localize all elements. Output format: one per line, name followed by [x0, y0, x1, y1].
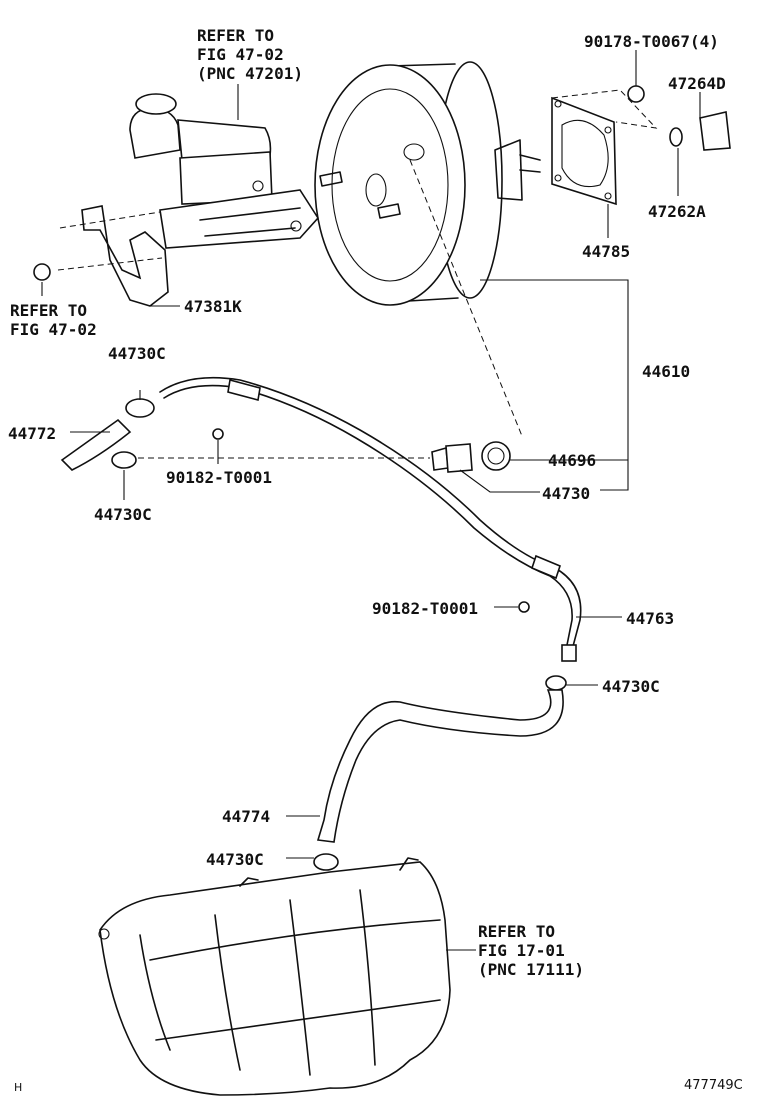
label-90182-t0001-lower: 90182-T0001	[372, 599, 478, 618]
label-44610: 44610	[642, 362, 691, 381]
bracket-47381k	[33, 205, 169, 307]
clamp-44730c-c	[545, 675, 567, 691]
refer-fig-17-01-pnc-17111: REFER TO FIG 17-01 (PNC 17111)	[478, 922, 584, 979]
label-47264d: 47264D	[668, 74, 726, 93]
clamp-44730c-d	[313, 853, 339, 871]
label-44774: 44774	[222, 807, 271, 826]
hose-44774	[316, 689, 564, 843]
corner-mark: H	[14, 1081, 23, 1094]
gasket-44785	[551, 89, 658, 206]
label-44730c-left: 44730C	[94, 505, 152, 524]
intake-manifold	[98, 857, 451, 1096]
check-valve-44730	[431, 443, 473, 473]
label-90182-t0001-upper: 90182-T0001	[166, 468, 272, 487]
hose-44772	[60, 418, 132, 471]
label-47262a: 47262A	[648, 202, 706, 221]
clamp-44730c-b	[111, 451, 137, 469]
clip-90182-b	[518, 601, 530, 613]
master-cylinder	[129, 93, 320, 249]
figure-number: 477749C	[684, 1078, 743, 1093]
grommet-44696	[481, 441, 511, 471]
leader-lines	[41, 50, 701, 951]
clip-90182-a	[212, 428, 224, 440]
label-90178-t0067: 90178-T0067(4)	[584, 32, 719, 51]
vacuum-tube	[159, 376, 582, 662]
washer-47262a	[669, 127, 683, 147]
label-44730: 44730	[542, 484, 591, 503]
clamp-44730c-a	[125, 398, 155, 418]
label-44730c-top: 44730C	[108, 344, 166, 363]
clevis-47264d	[699, 111, 731, 151]
label-47381k: 47381K	[184, 297, 242, 316]
label-44730c-bottom: 44730C	[206, 850, 264, 869]
refer-fig-47-02-pnc-47201: REFER TO FIG 47-02 (PNC 47201)	[197, 26, 303, 83]
label-44730c-right: 44730C	[602, 677, 660, 696]
label-44763: 44763	[626, 609, 675, 628]
brake-booster	[314, 61, 541, 306]
nut-90178	[627, 85, 645, 103]
label-44696: 44696	[548, 451, 597, 470]
label-44772: 44772	[8, 424, 57, 443]
label-44785: 44785	[582, 242, 631, 261]
refer-fig-47-02: REFER TO FIG 47-02	[10, 301, 97, 339]
